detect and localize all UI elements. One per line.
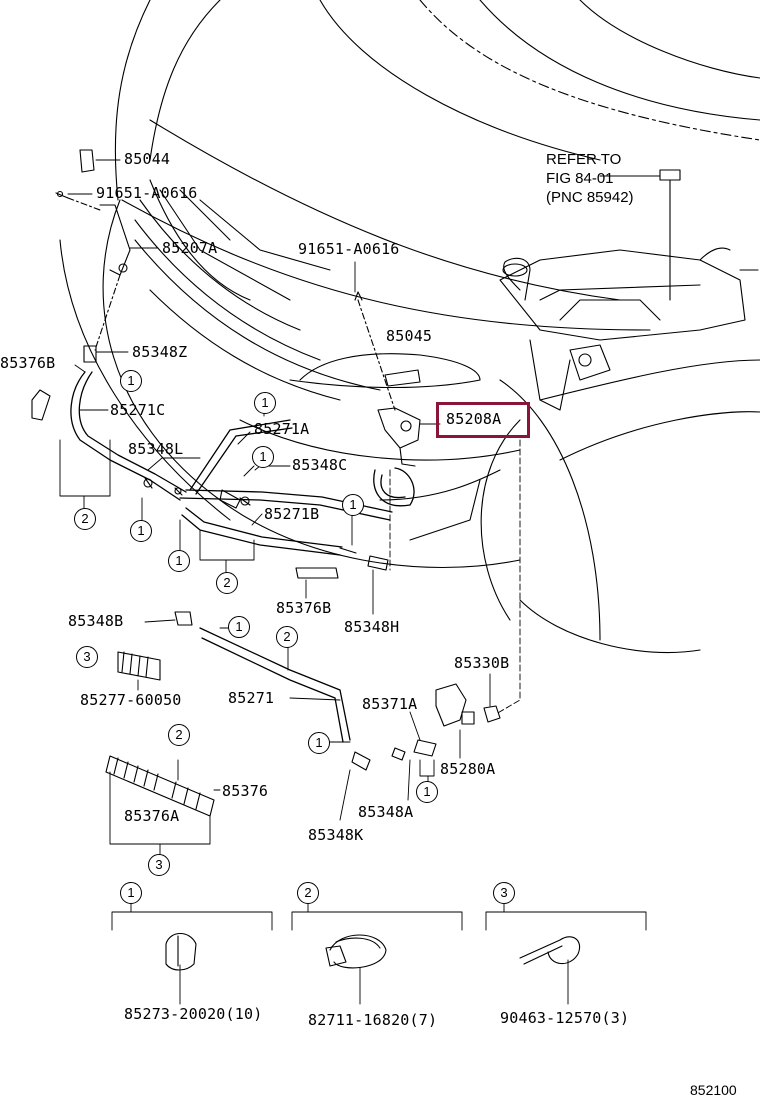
left-nozzle (55, 149, 131, 363)
leader-lines (59, 159, 661, 855)
callout-1: 1 (120, 370, 142, 392)
callout-1: 1 (308, 732, 330, 754)
callout-2: 2 (168, 724, 190, 746)
legend-clip-2 (325, 934, 387, 969)
callout-1: 1 (130, 520, 152, 542)
highlight-box (436, 402, 530, 438)
callout-2: 2 (276, 626, 298, 648)
part-label-85280a: 85280A (440, 760, 496, 778)
part-label-91651-left: 91651-A0616 (96, 184, 198, 202)
part-label-85348z: 85348Z (132, 343, 188, 361)
part-label-85376b-lower: 85376B (276, 599, 332, 617)
part-label-85348h: 85348H (344, 618, 400, 636)
part-label-85045: 85045 (386, 327, 433, 345)
refer-line-2: FIG 84-01 (546, 170, 614, 187)
part-label-85348b: 85348B (68, 612, 124, 630)
callout-1: 1 (168, 550, 190, 572)
hood-outline (114, 0, 760, 331)
refer-line-3: (PNC 85942) (546, 189, 634, 206)
legend-clip-1 (165, 932, 197, 971)
part-label-85277-60050: 85277-60050 (80, 691, 182, 709)
legend-brackets (111, 901, 647, 1005)
part-label-85376a: 85376A (124, 807, 180, 825)
legend-callout-2: 2 (297, 882, 319, 904)
part-label-85376b: 85376B (0, 354, 56, 372)
reservoir-assembly (499, 169, 759, 411)
callout-1: 1 (342, 494, 364, 516)
legend-callout-1: 1 (120, 882, 142, 904)
callout-2: 2 (74, 508, 96, 530)
clips-and-fittings (143, 477, 501, 771)
callout-1: 1 (254, 392, 276, 414)
part-label-85376: 85376 (222, 782, 269, 800)
part-label-85348c: 85348C (292, 456, 348, 474)
part-label-85348l: 85348L (128, 440, 184, 458)
callout-1: 1 (252, 446, 274, 468)
callout-1: 1 (228, 616, 250, 638)
part-label-85271: 85271 (228, 689, 275, 707)
part-label-85271a: 85271A (254, 420, 310, 438)
refer-line-1: REFER TO (546, 151, 622, 168)
part-label-85208a: 85208A (446, 410, 502, 428)
bumper-outline (59, 199, 760, 654)
legend-part-3: 90463-12570(3) (500, 1009, 630, 1027)
grille (134, 179, 381, 401)
callout-1: 1 (416, 781, 438, 803)
hose-runs (70, 371, 415, 743)
part-label-85348a: 85348A (358, 803, 414, 821)
part-label-85044: 85044 (124, 150, 171, 168)
callout-3: 3 (76, 646, 98, 668)
part-label-85207a: 85207A (162, 239, 218, 257)
part-label-85271c: 85271C (110, 401, 166, 419)
part-label-85330b: 85330B (454, 654, 510, 672)
callout-3: 3 (148, 854, 170, 876)
center-nozzle (354, 291, 421, 467)
legend-part-1: 85273-20020(10) (124, 1005, 263, 1023)
part-label-85371a: 85371A (362, 695, 418, 713)
figure-code: 852100 (690, 1082, 737, 1098)
legend-callout-3: 3 (493, 882, 515, 904)
legend-part-2: 82711-16820(7) (308, 1011, 438, 1029)
part-label-85348k: 85348K (308, 826, 364, 844)
callout-2: 2 (216, 572, 238, 594)
grommets (31, 389, 215, 817)
legend-clip-3 (519, 936, 580, 965)
part-label-91651-center: 91651-A0616 (298, 240, 400, 258)
part-label-85271b: 85271B (264, 505, 320, 523)
